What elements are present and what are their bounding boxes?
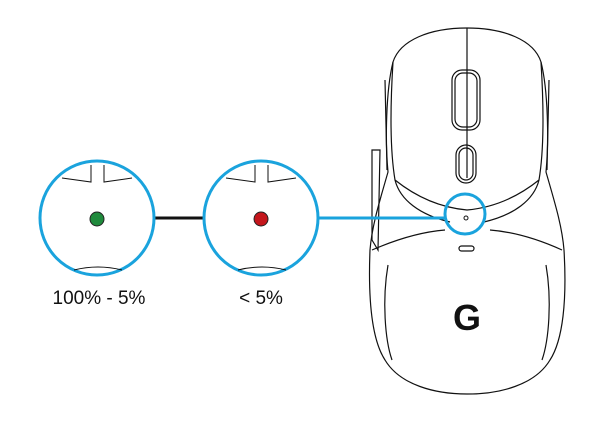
zoom-circle-full [38, 159, 156, 277]
label-full-battery: 100% - 5% [52, 288, 146, 309]
led-indicator [463, 215, 469, 221]
label-low-battery: < 5% [239, 288, 283, 309]
red-led-icon [253, 211, 269, 227]
logitech-g-logo: G [453, 297, 481, 338]
zoom-circle-low [202, 159, 320, 277]
green-led-icon [89, 211, 105, 227]
led-callout-ring [443, 192, 487, 236]
mouse-drawing [368, 27, 566, 395]
